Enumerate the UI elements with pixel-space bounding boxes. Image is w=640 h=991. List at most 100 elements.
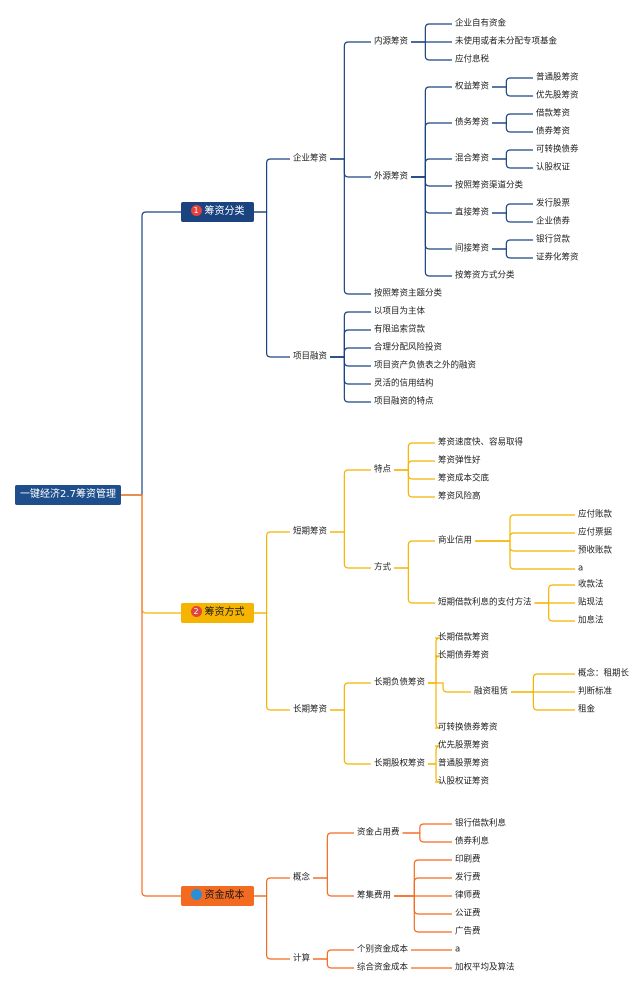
node-未使用或者未分配专项基金[interactable]: 未使用或者未分配专项基金 xyxy=(455,36,558,47)
node-外源筹资[interactable]: 外源筹资 xyxy=(374,171,409,182)
connector-概念 xyxy=(254,877,290,897)
node-债务筹资[interactable]: 债务筹资 xyxy=(455,117,490,128)
node-长期筹资[interactable]: 长期筹资 xyxy=(293,704,328,715)
node-应付息税[interactable]: 应付息税 xyxy=(455,54,490,65)
connector-短期筹资 xyxy=(254,531,290,614)
root-node[interactable]: 一键经济2.7筹资管理 xyxy=(15,485,121,505)
connector-加息法 xyxy=(534,602,575,622)
node-筹集费用[interactable]: 筹集费用 xyxy=(357,890,392,901)
node-直接筹资[interactable]: 直接筹资 xyxy=(455,207,490,218)
node-可转换债券筹资[interactable]: 可转换债券筹资 xyxy=(438,722,498,733)
node-项目融资[interactable]: 项目融资 xyxy=(293,351,328,362)
node-按照筹资主题分类[interactable]: 按照筹资主题分类 xyxy=(374,288,443,299)
node-发行股票[interactable]: 发行股票 xyxy=(536,198,571,209)
node-长期债券筹资[interactable]: 长期债券筹资 xyxy=(438,650,490,661)
connector-root-branch-2 xyxy=(121,494,181,897)
node-广告费[interactable]: 广告费 xyxy=(455,926,481,937)
node-判断标准[interactable]: 判断标准 xyxy=(578,686,613,697)
node-有限追索贷款[interactable]: 有限追索贷款 xyxy=(374,324,426,335)
node-印刷费[interactable]: 印刷费 xyxy=(455,854,481,865)
node-商业信用[interactable]: 商业信用 xyxy=(438,535,473,546)
node-债券利息[interactable]: 债券利息 xyxy=(455,836,490,847)
node-综合资金成本[interactable]: 综合资金成本 xyxy=(357,962,409,973)
branch-资金成本[interactable]: 资金成本 xyxy=(181,886,254,906)
node-律师费[interactable]: 律师费 xyxy=(455,890,481,901)
node-普通股筹资[interactable]: 普通股筹资 xyxy=(536,72,579,83)
node-按筹资方式分类[interactable]: 按筹资方式分类 xyxy=(455,270,515,281)
node-按照筹资渠道分类[interactable]: 按照筹资渠道分类 xyxy=(455,180,524,191)
connector-发行费 xyxy=(394,877,452,897)
node-应付账款[interactable]: 应付账款 xyxy=(578,509,613,520)
connector-优先股票筹资 xyxy=(428,745,441,765)
node-借款筹资[interactable]: 借款筹资 xyxy=(536,108,571,119)
node-加权平均及算法[interactable]: 加权平均及算法 xyxy=(455,962,515,973)
node-融资租赁[interactable]: 融资租赁 xyxy=(474,686,509,697)
node-银行贷款[interactable]: 银行贷款 xyxy=(536,234,571,245)
node-筹资成本交底[interactable]: 筹资成本交底 xyxy=(438,473,490,484)
node-间接筹资[interactable]: 间接筹资 xyxy=(455,243,490,254)
node-长期借款筹资[interactable]: 长期借款筹资 xyxy=(438,632,490,643)
node-收款法[interactable]: 收款法 xyxy=(578,579,604,590)
node-概念[interactable]: 概念 xyxy=(293,872,311,883)
node-短期借款利息的支付方法[interactable]: 短期借款利息的支付方法 xyxy=(438,597,532,608)
connector-广告费 xyxy=(394,895,452,933)
node-银行借款利息[interactable]: 银行借款利息 xyxy=(455,818,507,829)
node-证券化筹资[interactable]: 证券化筹资 xyxy=(536,252,579,263)
node-特点[interactable]: 特点 xyxy=(374,464,392,475)
node-筹资风险高[interactable]: 筹资风险高 xyxy=(438,491,481,502)
node-长期股权筹资[interactable]: 长期股权筹资 xyxy=(374,758,426,769)
node-租金[interactable]: 租金 xyxy=(578,704,596,715)
node-认股权证[interactable]: 认股权证 xyxy=(536,162,571,173)
node-以项目为主体[interactable]: 以项目为主体 xyxy=(374,306,426,317)
branch-title: 筹资分类 xyxy=(204,206,245,217)
node-个别资金成本[interactable]: 个别资金成本 xyxy=(357,944,409,955)
connector-root-branch-1 xyxy=(121,494,181,614)
connector-方式 xyxy=(330,531,371,569)
node-方式[interactable]: 方式 xyxy=(374,562,392,573)
node-混合筹资[interactable]: 混合筹资 xyxy=(455,153,490,164)
node-预收账款[interactable]: 预收账款 xyxy=(578,545,613,556)
connector-应付息税 xyxy=(411,41,452,61)
node-概念-租期长[interactable]: 概念：租期长 xyxy=(578,668,630,679)
node-a[interactable]: a xyxy=(578,563,584,574)
node-债券筹资[interactable]: 债券筹资 xyxy=(536,126,571,137)
branch-badge-icon xyxy=(190,888,202,900)
node-筹资速度快-容易取得[interactable]: 筹资速度快、容易取得 xyxy=(438,437,524,448)
node-计算[interactable]: 计算 xyxy=(293,953,311,964)
node-a[interactable]: a xyxy=(455,944,461,955)
node-企业自有资金[interactable]: 企业自有资金 xyxy=(455,18,507,29)
node-企业筹资[interactable]: 企业筹资 xyxy=(293,153,328,164)
connector-按照筹资渠道分类 xyxy=(411,176,452,187)
connector-发行股票 xyxy=(492,203,533,214)
node-企业债券[interactable]: 企业债券 xyxy=(536,216,571,227)
node-短期筹资[interactable]: 短期筹资 xyxy=(293,526,328,537)
node-发行费[interactable]: 发行费 xyxy=(455,872,481,883)
node-公证费[interactable]: 公证费 xyxy=(455,908,481,919)
connector-按筹资方式分类 xyxy=(411,176,452,277)
node-筹资弹性好[interactable]: 筹资弹性好 xyxy=(438,455,481,466)
connector-应付票据 xyxy=(475,532,575,542)
node-权益筹资[interactable]: 权益筹资 xyxy=(455,81,490,92)
node-项目融资的特点[interactable]: 项目融资的特点 xyxy=(374,396,434,407)
node-可转换债券[interactable]: 可转换债券 xyxy=(536,144,579,155)
node-内源筹资[interactable]: 内源筹资 xyxy=(374,36,409,47)
node-长期负债筹资[interactable]: 长期负债筹资 xyxy=(374,677,426,688)
node-合理分配风险投资[interactable]: 合理分配风险投资 xyxy=(374,342,443,353)
node-优先股票筹资[interactable]: 优先股票筹资 xyxy=(438,740,490,751)
node-加息法[interactable]: 加息法 xyxy=(578,615,604,626)
node-资金占用费[interactable]: 资金占用费 xyxy=(357,827,400,838)
node-认股权证筹资[interactable]: 认股权证筹资 xyxy=(438,776,490,787)
connector-融资租赁 xyxy=(428,682,471,693)
connector-筹资风险高 xyxy=(394,469,435,498)
connector-内源筹资 xyxy=(330,41,371,160)
node-项目资产负债表之外的融资[interactable]: 项目资产负债表之外的融资 xyxy=(374,360,477,371)
connector-银行借款利息 xyxy=(402,823,452,834)
node-普通股票筹资[interactable]: 普通股票筹资 xyxy=(438,758,490,769)
node-应付票据[interactable]: 应付票据 xyxy=(578,527,613,538)
node-贴现法[interactable]: 贴现法 xyxy=(578,597,604,608)
node-优先股筹资[interactable]: 优先股筹资 xyxy=(536,90,579,101)
node-灵活的信用结构[interactable]: 灵活的信用结构 xyxy=(374,378,434,389)
